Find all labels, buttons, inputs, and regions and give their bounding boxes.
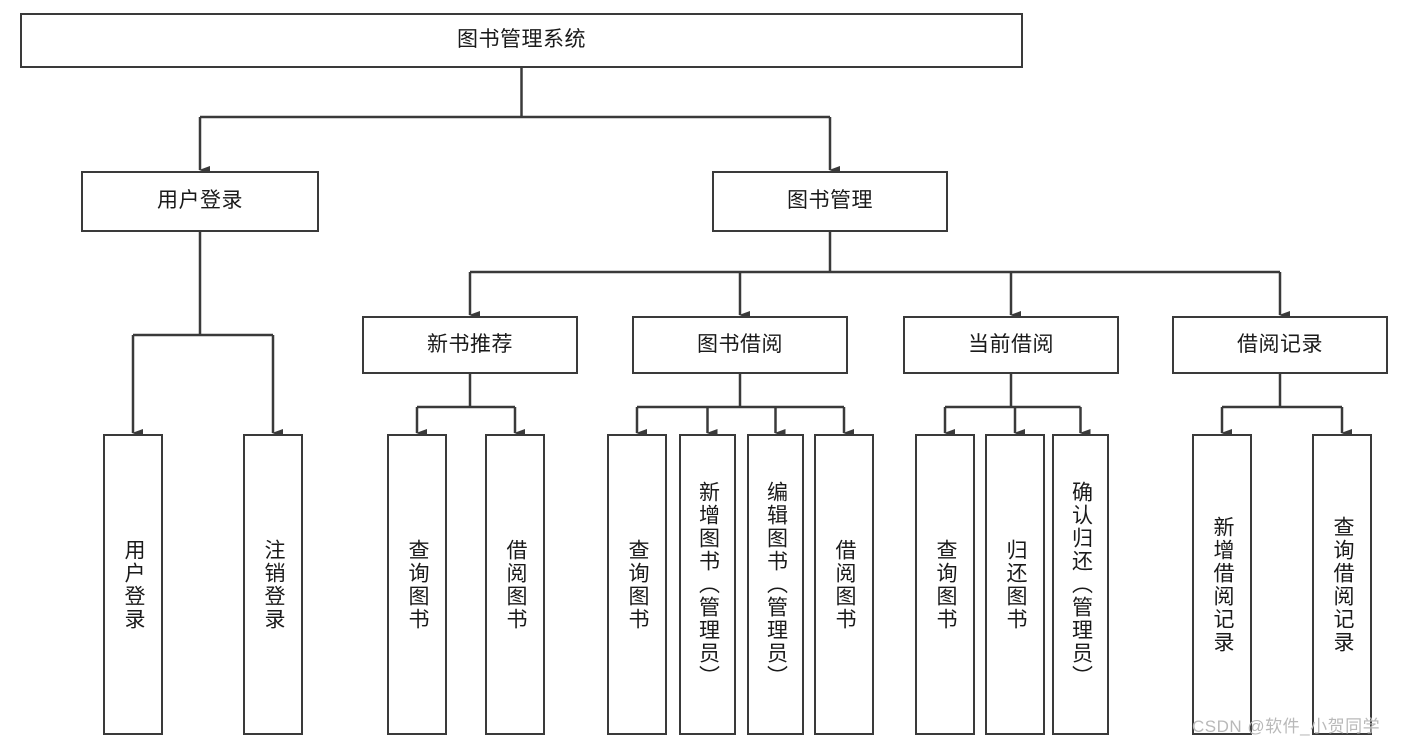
node-label: 用户登录 <box>157 189 243 213</box>
node-label: 确认归还（管理员） <box>1069 481 1093 688</box>
node-leaf-record-query[interactable]: 查询借阅记录 <box>1312 434 1372 735</box>
node-leaf-rec-query-book[interactable]: 查询图书 <box>387 434 447 735</box>
node-label: 新增借阅记录 <box>1211 515 1235 654</box>
watermark-label: CSDN @软件_小贺同学 <box>1192 717 1381 736</box>
node-leaf-current-confirm-return[interactable]: 确认归还（管理员） <box>1052 434 1109 735</box>
node-book-borrow[interactable]: 图书借阅 <box>632 316 848 374</box>
node-new-book-rec[interactable]: 新书推荐 <box>362 316 578 374</box>
node-label: 查询图书 <box>934 538 958 631</box>
node-label: 借阅图书 <box>833 538 857 631</box>
node-label: 图书管理系统 <box>457 28 586 52</box>
node-user-login[interactable]: 用户登录 <box>81 171 319 232</box>
node-leaf-current-return-book[interactable]: 归还图书 <box>985 434 1045 735</box>
node-leaf-rec-borrow-book[interactable]: 借阅图书 <box>485 434 545 735</box>
node-leaf-user-login[interactable]: 用户登录 <box>103 434 163 735</box>
node-label: 借阅图书 <box>504 538 528 631</box>
node-leaf-user-logout[interactable]: 注销登录 <box>243 434 303 735</box>
node-leaf-borrow-add-book[interactable]: 新增图书（管理员） <box>679 434 736 735</box>
node-leaf-borrow-edit-book[interactable]: 编辑图书（管理员） <box>747 434 804 735</box>
node-label: 用户登录 <box>122 538 146 631</box>
node-leaf-borrow-query-book[interactable]: 查询图书 <box>607 434 667 735</box>
node-label: 查询图书 <box>626 538 650 631</box>
node-label: 图书管理 <box>787 189 873 213</box>
node-label: 归还图书 <box>1004 538 1028 631</box>
node-book-manage[interactable]: 图书管理 <box>712 171 948 232</box>
node-label: 查询借阅记录 <box>1331 515 1355 654</box>
node-label: 借阅记录 <box>1237 332 1323 356</box>
node-borrow-record[interactable]: 借阅记录 <box>1172 316 1388 374</box>
node-label: 新增图书（管理员） <box>696 481 720 688</box>
node-current-borrow[interactable]: 当前借阅 <box>903 316 1119 374</box>
node-label: 新书推荐 <box>427 332 513 356</box>
node-label: 注销登录 <box>262 538 286 631</box>
node-label: 图书借阅 <box>697 332 783 356</box>
node-leaf-current-query-book[interactable]: 查询图书 <box>915 434 975 735</box>
node-leaf-record-add[interactable]: 新增借阅记录 <box>1192 434 1252 735</box>
node-root[interactable]: 图书管理系统 <box>20 13 1023 68</box>
node-label: 编辑图书（管理员） <box>764 481 788 688</box>
node-leaf-borrow-borrow-book[interactable]: 借阅图书 <box>814 434 874 735</box>
edge-group <box>131 68 1352 437</box>
node-label: 当前借阅 <box>968 332 1054 356</box>
node-label: 查询图书 <box>406 538 430 631</box>
